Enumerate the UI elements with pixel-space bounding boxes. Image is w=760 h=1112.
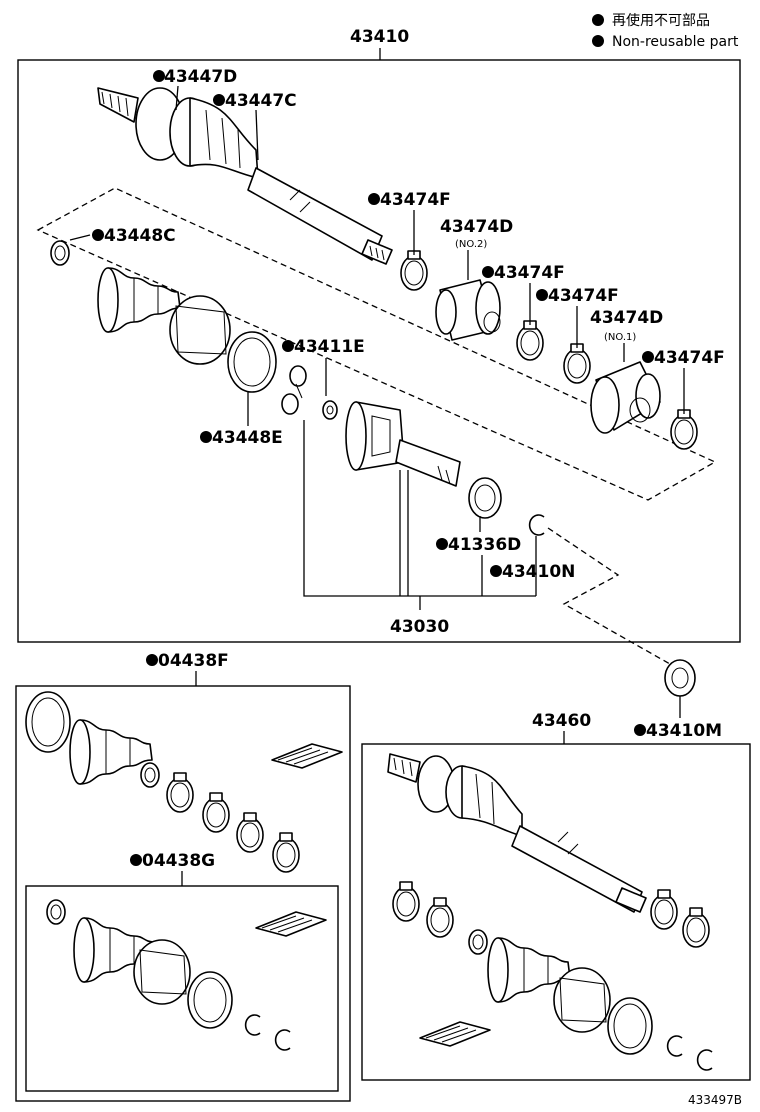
part-label-43410M: 43410M: [646, 721, 722, 741]
kit-f-large-clamp: [25, 691, 71, 753]
alt-large-clamp: [607, 997, 653, 1055]
kit-f-clamp: [166, 772, 194, 813]
alt-clamp: [682, 907, 710, 948]
kit-f-grease-pack: [271, 743, 343, 769]
inner-boot: [97, 267, 181, 333]
boot-43474D-no1: [590, 361, 661, 434]
kit-g-ring: [46, 899, 66, 925]
legend-jp-text: 再使用不可部品: [612, 12, 710, 29]
alt-housing: [553, 967, 611, 1033]
clamp-43474F: [670, 409, 698, 450]
part-label-43474F-c: 43474F: [548, 286, 619, 306]
part-label-43474D-b: 43474D: [590, 308, 663, 328]
clamp-43448E-shape: [227, 331, 277, 393]
non-reusable-markers: [92, 70, 654, 866]
clamp-43474F: [563, 343, 591, 384]
kit-f-clamp: [202, 792, 230, 833]
part-label-43447D: 43447D: [164, 67, 237, 87]
part-label-43474F-a: 43474F: [380, 190, 451, 210]
clamp-43474F: [516, 320, 544, 361]
alt-clamp: [426, 897, 454, 938]
outer-cv-joint-shaft: [97, 87, 393, 265]
clamp-43448C: [50, 240, 70, 266]
alt-grease-pack: [419, 1021, 491, 1047]
clamp-43474F: [400, 250, 428, 291]
part-label-43447C: 43447C: [225, 91, 297, 111]
part-label-43474D-a: 43474D: [440, 217, 513, 237]
legend-dot-icon: [592, 14, 604, 26]
part-label-43448C: 43448C: [104, 226, 176, 246]
kit-f-ring: [140, 762, 160, 788]
bearing-43410M-shape: [664, 659, 696, 697]
alt-snap-ring: [696, 1049, 713, 1071]
alt-clamp: [650, 889, 678, 930]
kit-f-clamp: [236, 812, 264, 853]
legend-dot-icon: [592, 35, 604, 47]
alt-drive-shaft: [387, 753, 647, 913]
kit-g-snap-ring: [244, 1014, 261, 1036]
bearing-dashed-leader: [547, 527, 671, 665]
alt-snap-ring: [666, 1035, 683, 1057]
tripod-43411E-shape: [281, 365, 338, 420]
kit-f-clamp: [272, 832, 300, 873]
main-assembly-frame: [17, 59, 741, 643]
boot-43474D-no2: [435, 279, 501, 341]
kit-g-snap-ring: [274, 1029, 291, 1051]
snap-ring-43410N: [528, 514, 545, 536]
part-label-41336D: 41336D: [448, 535, 521, 555]
assembly-label-04438F: 04438F: [158, 651, 229, 671]
alt-clamp: [392, 881, 420, 922]
part-label-43411E: 43411E: [294, 337, 365, 357]
assembly-label-43460: 43460: [532, 711, 591, 731]
assembly-label-43030: 43030: [390, 617, 449, 637]
kit-g-housing: [133, 939, 191, 1005]
part-label-43474F-b: 43474F: [494, 263, 565, 283]
seal-41336D-shape: [468, 477, 502, 519]
part-label-43410N: 43410N: [502, 562, 575, 582]
kit-g-grease-pack: [255, 911, 327, 937]
inner-housing: [169, 295, 231, 365]
alt-ring: [468, 929, 488, 955]
inner-joint-stub-shaft: [395, 439, 461, 487]
part-sublabel-no1: (NO.1): [604, 332, 636, 343]
inner-cv-joint: [345, 401, 405, 471]
kit-g-large-clamp: [187, 971, 233, 1029]
legend-en-text: Non-reusable part: [612, 34, 739, 50]
assembly-label-43410: 43410: [350, 27, 409, 47]
kit-04438F-frame: [15, 685, 351, 1102]
kit-04438G-frame: [25, 885, 339, 1092]
part-sublabel-no2: (NO.2): [455, 239, 487, 250]
assembly-43460-frame: [361, 743, 751, 1081]
figure-reference-code: 433497B: [688, 1093, 742, 1107]
assembly-label-04438G: 04438G: [142, 851, 215, 871]
part-label-43474F-d: 43474F: [654, 348, 725, 368]
kit-f-boot: [69, 719, 153, 785]
part-label-43448E: 43448E: [212, 428, 283, 448]
